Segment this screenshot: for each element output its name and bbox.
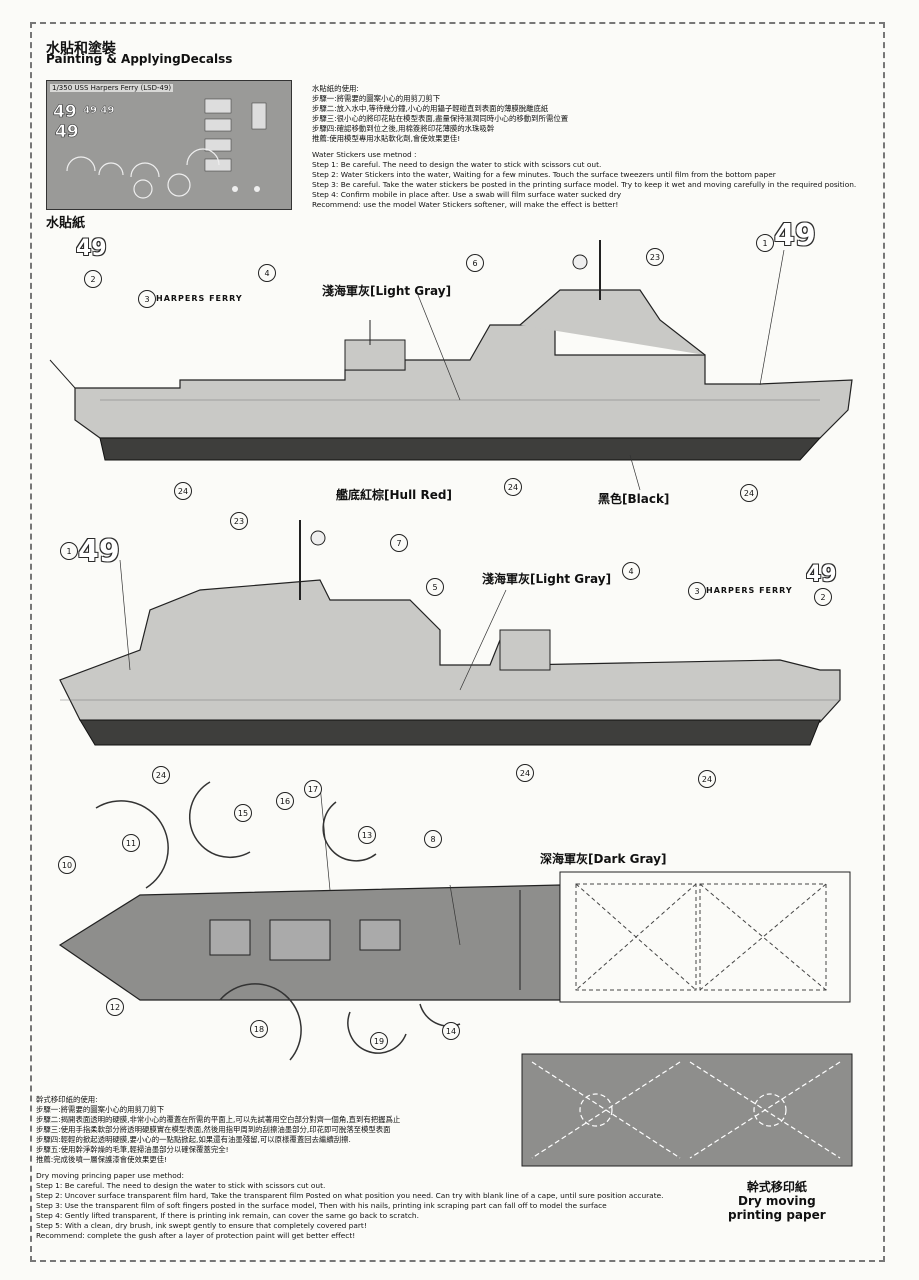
dry-transfer-instructions: 幹式移印紙的使用: 步驟一:將需要的圖案小心的用剪刀剪下 步驟二:揭開表面透明的… — [36, 1095, 664, 1241]
decal-num-23-bottom: 23 — [230, 512, 248, 530]
decal-num-1-bottom: 1 — [60, 542, 78, 560]
dry-en-4: Step 4: Gently lifted transparent, If th… — [36, 1211, 419, 1220]
decal-num-1-top: 1 — [756, 234, 774, 252]
decal-num-6: 6 — [466, 254, 484, 272]
page-title-en: Painting & ApplyingDecalss — [46, 52, 233, 66]
instr-cn-1: 步驟一:將需要的圖案小心的用剪刀剪下 — [312, 94, 441, 103]
decal-num-23-top: 23 — [646, 248, 664, 266]
callout-black: 黑色[Black] — [598, 492, 670, 506]
dry-cn-5: 步驟五:使用幹淨幹燥的毛筆,輕掃油墨部分以確保覆蓋完全! — [36, 1145, 229, 1154]
instr-en-5: Recommend: use the model Water Stickers … — [312, 200, 619, 209]
decal-num-3-bottom: 3 — [688, 582, 706, 600]
dry-cn-6: 推薦:完成後噴一層保護漆會使效果更佳! — [36, 1155, 168, 1164]
decal-49-bottom-left: 49 — [78, 534, 120, 569]
decal-49-top-right: 49 — [774, 218, 816, 253]
decal-num-24-a: 24 — [174, 482, 192, 500]
instr-en-0: Water Stickers use metnod : — [312, 150, 417, 159]
dry-cn-0: 幹式移印紙的使用: — [36, 1095, 98, 1104]
decal-49-bottom-right: 49 — [806, 562, 837, 587]
decal-num-2-top: 2 — [84, 270, 102, 288]
dry-cn-1: 步驟一:將需要的圖案小心的用剪刀剪下 — [36, 1105, 165, 1114]
decal-rings — [95, 781, 461, 1061]
instr-en-3: Step 3: Be careful. Take the water stick… — [312, 180, 857, 189]
decal-num-16: 16 — [276, 792, 294, 810]
decal-num-14: 14 — [442, 1022, 460, 1040]
decal-num-8: 8 — [424, 830, 442, 848]
decal-num-24-d: 24 — [152, 766, 170, 784]
leader-lines — [119, 249, 785, 946]
instr-en-4: Step 4: Confirm mobile in place after. U… — [312, 190, 622, 199]
decal-num-19: 19 — [370, 1032, 388, 1050]
callout-dark-gray: 深海軍灰[Dark Gray] — [540, 852, 667, 866]
decal-sheet-label: 水貼紙 — [46, 216, 86, 231]
decal-num-4-bottom: 4 — [622, 562, 640, 580]
decal-num-10: 10 — [58, 856, 76, 874]
page-title-cn: 水貼和塗裝 — [46, 41, 116, 57]
dry-caption-cn: 幹式移印紙 — [746, 1180, 807, 1194]
callout-light-gray-bottom: 淺海軍灰[Light Gray] — [482, 572, 612, 586]
deck-plan — [58, 871, 851, 1003]
svg-text:49: 49 — [55, 122, 79, 142]
dry-cn-2: 步驟二:揭開表面透明的硬膜,非常小心的覆蓋在所需的平面上,可以先試著用空白部分對… — [36, 1115, 401, 1124]
decal-num-13: 13 — [358, 826, 376, 844]
decal-num-24-e: 24 — [516, 764, 534, 782]
dry-en-6: Recommend: complete the gush after a lay… — [36, 1231, 356, 1240]
decal-num-7: 7 — [390, 534, 408, 552]
dry-en-2: Step 2: Uncover surface transparent film… — [36, 1191, 664, 1200]
decal-num-24-c: 24 — [740, 484, 758, 502]
instr-cn-5: 推薦:使用模型專用水貼軟化劑,會使效果更佳! — [312, 134, 461, 143]
dry-cn-3: 步驟三:使用手指柔軟部分將透明硬膜實在模型表面,然後用指甲周到的刮擦油墨部分,印… — [36, 1125, 391, 1134]
dry-caption-en2: printing paper — [728, 1208, 826, 1222]
decal-num-15: 15 — [234, 804, 252, 822]
page-border — [30, 22, 885, 1262]
callout-hull-red: 艦底紅棕[Hull Red] — [336, 488, 452, 502]
decal-num-12: 12 — [106, 998, 124, 1016]
instr-cn-3: 步驟三:很小心的將印花貼在模型表面,盡量保持濕潤同時小心的移動到所需位置 — [312, 114, 569, 123]
instr-en-1: Step 1: Be careful. The need to design t… — [312, 160, 602, 169]
decal-num-2-bottom: 2 — [814, 588, 832, 606]
decal-num-5: 5 — [426, 578, 444, 596]
dry-en-5: Step 5: With a clean, dry brush, ink swe… — [36, 1221, 367, 1230]
decal-sheet-image: 49 49 49 49 — [46, 80, 292, 210]
ship-profile-starboard — [49, 240, 853, 461]
decal-num-4-top: 4 — [258, 264, 276, 282]
dry-transfer-sheet — [521, 1053, 853, 1167]
decal-name-plate-top: HARPERS FERRY — [156, 294, 243, 303]
instr-cn-4: 步驟四:確認移動到位之後,用棉簽將印花薄膜的水珠吸幹 — [312, 124, 495, 133]
decal-num-18: 18 — [250, 1020, 268, 1038]
dry-caption-en1: Dry moving — [737, 1194, 816, 1208]
decal-num-3-top: 3 — [138, 290, 156, 308]
svg-text:49 49: 49 49 — [83, 105, 114, 116]
decal-sheet-artwork: 49 49 49 49 — [47, 81, 291, 209]
decal-num-24-f: 24 — [698, 770, 716, 788]
dry-en-0: Dry moving princing paper use method: — [36, 1171, 184, 1180]
decal-num-17: 17 — [304, 780, 322, 798]
instr-cn-2: 步驟二:放入水中,等待幾分鐘,小心的用鑷子輕碰直到表面的薄膜脫離底紙 — [312, 104, 549, 113]
water-sticker-instructions: 水貼紙的使用: 步驟一:將需要的圖案小心的用剪刀剪下 步驟二:放入水中,等待幾分… — [312, 84, 857, 210]
decal-49-top-left: 49 — [76, 236, 107, 261]
decal-num-24-b: 24 — [504, 478, 522, 496]
decal-name-plate-bottom: HARPERS FERRY — [706, 586, 793, 595]
ship-profile-port — [59, 520, 841, 746]
dry-transfer-caption: 幹式移印紙 Dry moving printing paper — [728, 1180, 826, 1222]
instr-cn-0: 水貼紙的使用: — [312, 84, 359, 93]
dry-en-1: Step 1: Be careful. The need to design t… — [36, 1181, 326, 1190]
svg-text:49: 49 — [53, 102, 77, 122]
instr-en-2: Step 2: Water Stickers into the water, W… — [312, 170, 776, 179]
dry-cn-4: 步驟四:輕輕的掀起透明硬膜,要小心的一點點掀起,如果還有油墨殘留,可以原樣覆蓋回… — [36, 1135, 351, 1144]
dry-en-3: Step 3: Use the transparent film of soft… — [36, 1201, 607, 1210]
callout-light-gray-top: 淺海軍灰[Light Gray] — [322, 284, 452, 298]
decal-sheet-caption: 1/350 USS Harpers Ferry (LSD-49) — [50, 84, 174, 92]
decal-num-11: 11 — [122, 834, 140, 852]
